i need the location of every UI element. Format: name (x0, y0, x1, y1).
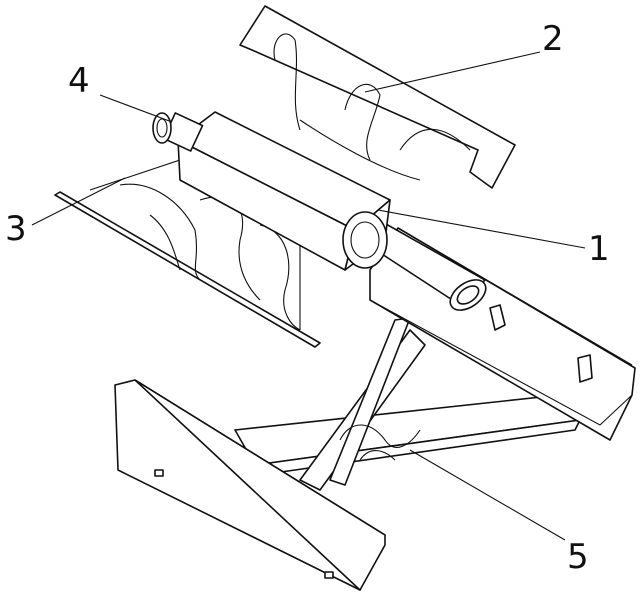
top-panel-part-2 (239, 5, 516, 189)
bottom-frame-part-5 (114, 317, 581, 591)
label-2: 2 (542, 19, 564, 59)
label-4: 4 (68, 61, 90, 101)
housing-part-1 (177, 111, 391, 271)
label-1: 1 (588, 229, 610, 269)
leader-lines (31, 51, 586, 541)
label-3: 3 (5, 209, 27, 249)
label-5: 5 (567, 537, 589, 577)
